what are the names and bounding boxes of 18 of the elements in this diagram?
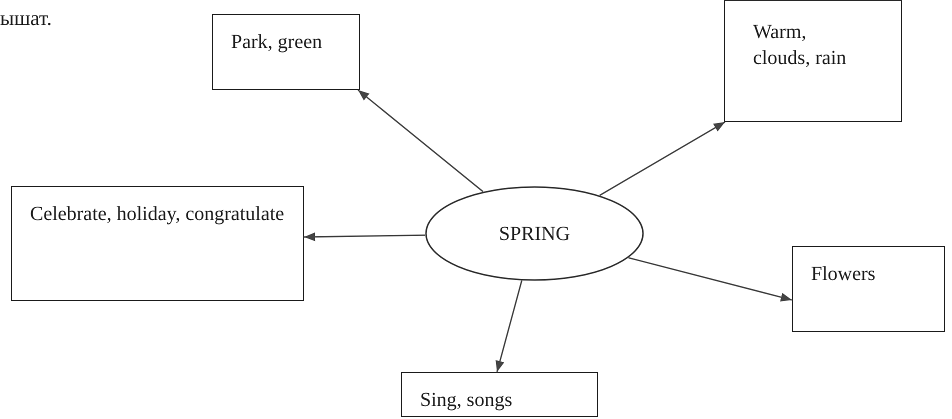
arrow [304,232,426,242]
arrow [496,280,522,372]
idea-box [11,186,304,301]
node-text: Park, green [231,31,322,53]
node-text: SPRING [498,222,570,246]
idea-box [401,372,598,417]
topic-ellipse [425,186,644,281]
arrow [358,89,484,192]
arrow [628,257,792,302]
node-text: Flowers [811,263,876,285]
idea-box [792,246,945,332]
idea-box [212,14,360,90]
text-fragment: ышат. [0,6,52,31]
node-text: Celebrate, holiday, congratulate [30,203,284,225]
node-text: Warm, clouds, rain [753,21,846,69]
idea-box [724,0,902,122]
node-text: Sing, songs [420,389,512,411]
arrow [599,121,726,196]
